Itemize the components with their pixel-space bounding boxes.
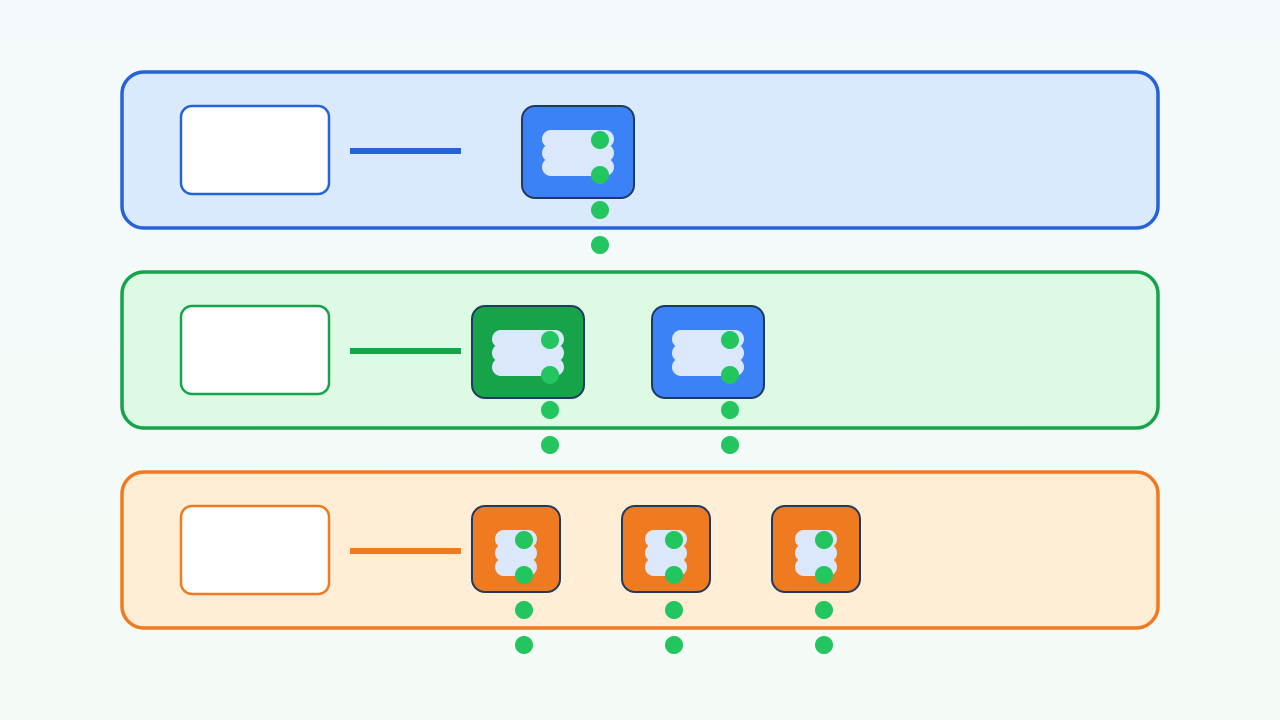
connection-dot bbox=[515, 531, 533, 549]
connection-dot bbox=[591, 201, 609, 219]
tier-band-1 bbox=[120, 70, 1160, 254]
server-node bbox=[651, 305, 765, 454]
connection-dot bbox=[815, 601, 833, 619]
connection-dot bbox=[665, 531, 683, 549]
connection-dot bbox=[815, 636, 833, 654]
database-icon-disk bbox=[492, 344, 564, 362]
tier-label-box bbox=[179, 504, 331, 596]
tier-label-box bbox=[179, 104, 331, 196]
tier-band-background bbox=[120, 70, 1160, 230]
connection-dot bbox=[541, 436, 559, 454]
connection-dot bbox=[721, 366, 739, 384]
connection-dot bbox=[591, 131, 609, 149]
database-icon-disk bbox=[542, 144, 614, 162]
connection-dot bbox=[665, 601, 683, 619]
connection-dot bbox=[665, 566, 683, 584]
connection-dot bbox=[815, 531, 833, 549]
connection-dot bbox=[591, 236, 609, 254]
connection-dot bbox=[665, 636, 683, 654]
connection-dot bbox=[515, 566, 533, 584]
server-node bbox=[771, 505, 861, 654]
server-node bbox=[471, 305, 585, 454]
tier-band-2 bbox=[120, 270, 1160, 454]
connection-dot bbox=[721, 331, 739, 349]
server-node bbox=[521, 105, 635, 254]
tier-label-box bbox=[179, 304, 331, 396]
tier-band-3 bbox=[120, 470, 1160, 654]
connection-dot bbox=[815, 566, 833, 584]
connection-dot bbox=[591, 166, 609, 184]
connection-dot bbox=[515, 601, 533, 619]
connection-dot bbox=[721, 401, 739, 419]
server-node bbox=[471, 505, 561, 654]
database-icon-disk bbox=[672, 344, 744, 362]
connection-dot bbox=[541, 401, 559, 419]
connection-dot bbox=[541, 331, 559, 349]
connection-dot bbox=[541, 366, 559, 384]
tier-band-background bbox=[120, 270, 1160, 430]
server-node bbox=[621, 505, 711, 654]
connection-dot bbox=[515, 636, 533, 654]
connection-dot bbox=[721, 436, 739, 454]
